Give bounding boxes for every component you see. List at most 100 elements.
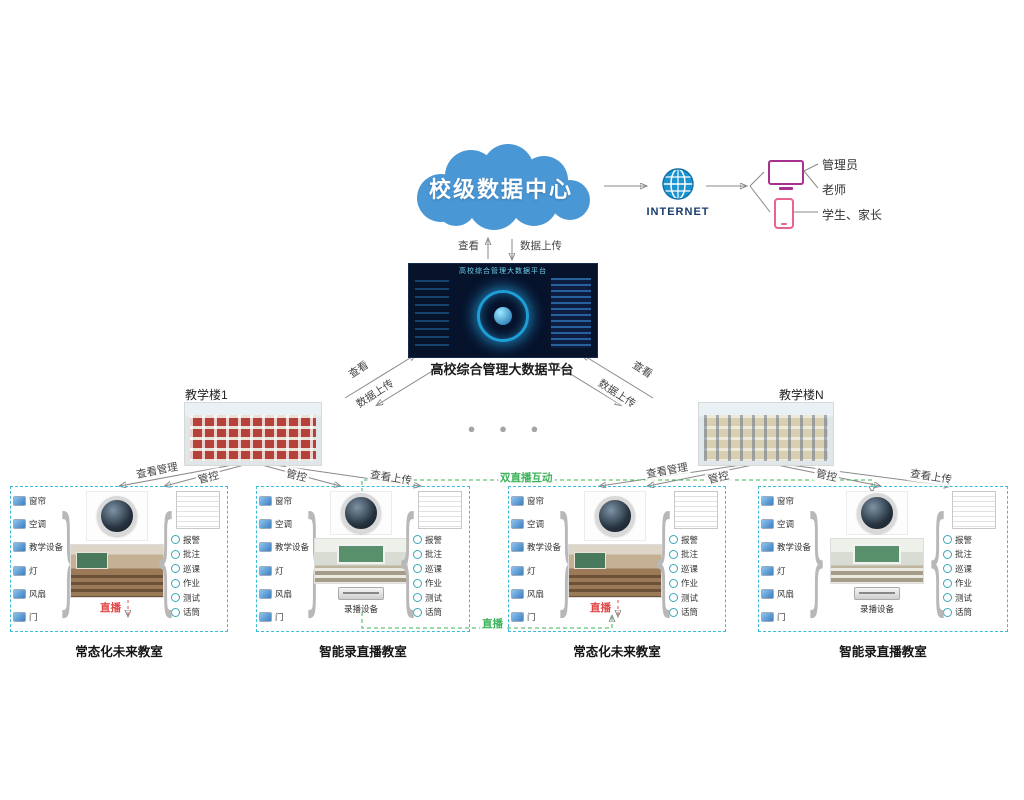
cloud-icon [415,142,592,232]
device-ac: 空调 [761,518,811,530]
func-label: 话筒 [681,607,699,617]
func-test: 测试 [669,592,723,604]
curtain-icon [511,495,524,506]
device-door: 门 [511,611,561,623]
device-equipment: 教学设备 [761,541,811,553]
edge-upload-left: 数据上传 [351,374,399,413]
desks [569,575,661,597]
ac-icon [13,518,26,529]
device-equipment: 教学设备 [13,541,63,553]
curtain-icon [13,495,26,506]
door-icon [511,612,524,623]
device-light: 灯 [511,565,561,577]
building-1-photo [184,402,322,466]
user-teacher-label: 老师 [822,183,847,197]
desks [831,568,923,583]
device-label: 门 [777,612,786,623]
equipment-icon [511,542,524,553]
patrol-icon [669,564,678,573]
door-icon [13,612,26,623]
fan-icon [259,588,272,599]
ac-icon [761,518,774,529]
func-mic: 话筒 [171,606,225,618]
classroom-type-label-2: 智能录直播教室 [319,645,407,659]
func-label: 报警 [183,534,201,545]
fan-icon [761,588,774,599]
func-homework: 作业 [943,577,1005,589]
func-patrol: 巡课 [943,563,1005,575]
building-1-facade [190,415,316,462]
func-label: 话筒 [955,607,973,617]
patrol-icon [413,564,422,573]
light-icon [511,565,524,576]
control-panel-photo [674,491,718,529]
annotation-icon [669,549,678,559]
func-patrol: 巡课 [413,563,467,575]
device-label: 空调 [527,518,545,529]
device-light: 灯 [13,565,63,577]
device-label: 风扇 [527,588,545,599]
dashboard-core [494,307,512,326]
internet-label: INTERNET [646,206,710,218]
func-label: 测试 [425,592,443,603]
equipment-icon [761,542,774,553]
brace-icon: { [653,491,674,627]
edge-upload-label: 数据上传 [518,238,564,253]
light-icon [259,565,272,576]
annotation-icon [171,549,180,559]
func-label: 批注 [681,549,699,559]
edge-view-right: 查看 [627,356,658,383]
recorder-label: 录播设备 [859,604,894,614]
patrol-icon [943,564,952,573]
func-label: 报警 [425,534,443,545]
data-center-title: 校级数据中心 [428,177,573,202]
func-label: 巡课 [425,563,443,574]
device-equipment: 教学设备 [259,541,309,553]
device-label: 灯 [275,565,284,576]
func-label: 测试 [955,592,973,603]
device-label: 空调 [777,518,795,529]
device-label: 教学设备 [527,542,562,553]
func-alarm: 报警 [413,534,467,546]
device-label: 教学设备 [275,542,310,553]
platform-dashboard-screenshot: 高校综合管理大数据平台 [408,263,598,358]
func-patrol: 巡课 [669,563,723,575]
func-label: 测试 [681,592,699,603]
func-annotate: 批注 [413,548,467,560]
iot-device-list: 窗帘 空调 教学设备 灯 风扇 门 [511,489,561,629]
fan-icon [511,588,524,599]
brace-icon: { [927,491,948,627]
edge-view-upload-2: 查看上传 [907,465,955,488]
function-list: 报警 批注 巡课 作业 测试 话筒 [413,489,467,629]
classroom-group-1: 窗帘 空调 教学设备 灯 风扇 门 } { 报警 批注 巡课 作业 测试 话筒 [10,486,228,632]
func-annotate: 批注 [669,548,723,560]
edge-control-3: 管控 [704,467,733,488]
device-equipment: 教学设备 [511,541,561,553]
equipment-icon [259,542,272,553]
classroom-type-label-4: 智能录直播教室 [839,645,927,659]
alarm-icon [413,535,422,544]
device-label: 灯 [527,565,536,576]
func-label: 巡课 [183,563,201,574]
more-buildings-ellipsis: ● ● ● [467,421,549,436]
func-homework: 作业 [669,577,723,589]
func-label: 报警 [681,534,699,545]
patrol-icon [171,564,180,573]
device-label: 空调 [29,518,47,529]
func-annotate: 批注 [943,548,1005,560]
building-n-facade [704,415,828,462]
device-label: 窗帘 [275,495,293,506]
func-label: 巡课 [681,563,699,574]
device-label: 门 [275,612,284,623]
device-label: 灯 [29,565,38,576]
recorder-device-photo [854,587,900,600]
device-fan: 风扇 [259,588,309,600]
fan-icon [13,588,26,599]
func-alarm: 报警 [171,534,225,546]
door-icon [761,612,774,623]
brace-icon: { [397,491,418,627]
device-door: 门 [259,611,309,623]
edge-control-2: 管控 [282,465,311,486]
device-label: 门 [527,612,536,623]
annotation-icon [413,549,422,559]
